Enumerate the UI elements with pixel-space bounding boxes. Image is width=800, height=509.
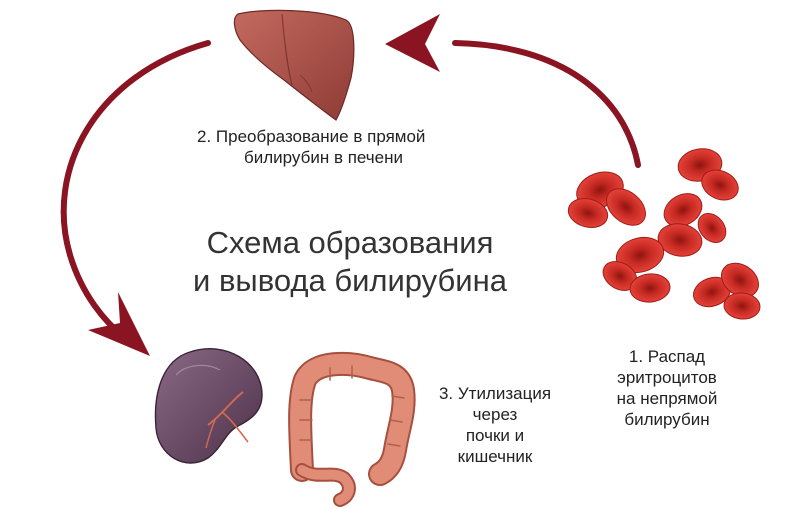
step-excretion-line-2: через <box>472 405 518 424</box>
step-liver-line-2: билирубин в печени <box>244 148 403 167</box>
intestine-icon <box>288 351 416 507</box>
arrow-liver-to-kidney <box>60 40 211 356</box>
step-excretion-line-3: почки и <box>465 426 525 445</box>
diagram-title: Схема образования и вывода билирубина <box>140 224 560 300</box>
step-cells-line-3: на непрямой <box>616 389 718 408</box>
step-liver-line-1: 2. Преобразование в прямой <box>197 127 426 146</box>
step-cells-label: 1. Распад эритроцитов на непрямой билиру… <box>592 346 742 430</box>
red-blood-cells-icon <box>567 148 761 320</box>
step-excretion-line-4: кишечник <box>457 447 533 466</box>
step-excretion-line-1: 3. Утилизация <box>438 384 552 403</box>
step-liver-label: 2. Преобразование в прямой билирубин в п… <box>197 126 497 168</box>
diagram-title-line-2: и вывода билирубина <box>193 263 507 298</box>
liver-icon <box>233 9 355 121</box>
step-cells-line-2: эритроцитов <box>617 368 717 387</box>
step-cells-line-4: билирубин <box>624 410 710 429</box>
step-cells-line-1: 1. Распад <box>628 347 706 366</box>
kidney-icon <box>154 347 263 464</box>
step-excretion-label: 3. Утилизация через почки и кишечник <box>420 383 570 467</box>
diagram-title-line-1: Схема образования <box>206 225 494 260</box>
arrow-cells-to-liver <box>385 14 641 168</box>
